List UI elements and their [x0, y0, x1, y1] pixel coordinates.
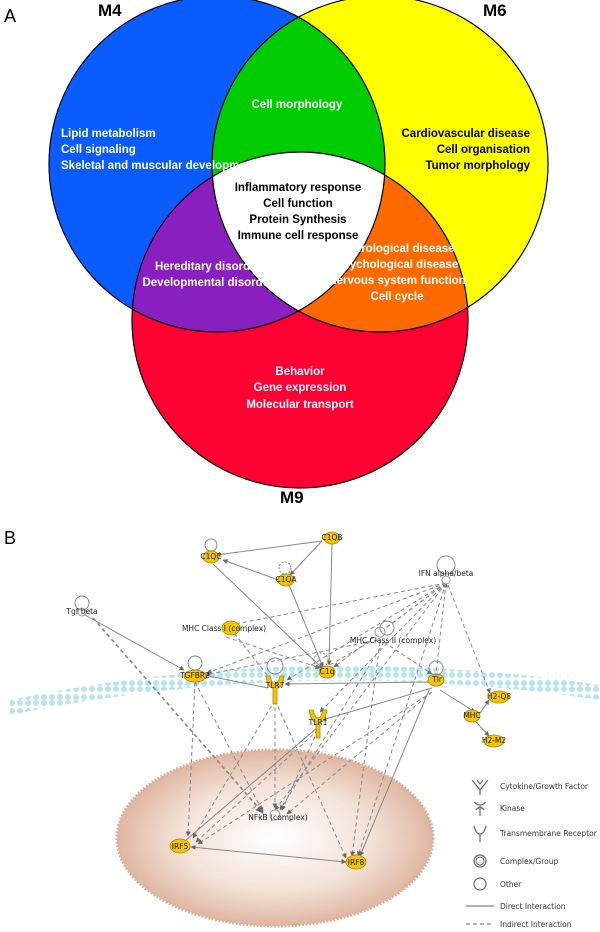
- legend-kinase: Kinase: [500, 804, 525, 813]
- node-ifn-label: IFN alpha/beta: [419, 569, 474, 578]
- node-mhc1-label: MHC Class I (complex): [182, 624, 266, 633]
- nucleus: [115, 748, 435, 928]
- legend-receptor: Transmembrane Receptor: [499, 829, 598, 838]
- node-tgfbeta-label: Tgf beta: [65, 607, 97, 616]
- region-label: Psychological disease: [336, 259, 459, 271]
- node-c1qb[interactable]: [323, 531, 341, 545]
- region-label: Inflammatory response: [235, 182, 362, 194]
- network-legend: Cytokine/Growth Factor Kinase Transmembr…: [466, 779, 598, 929]
- region-label: Protein Synthesis: [249, 214, 346, 226]
- node-mhc1[interactable]: [221, 620, 241, 636]
- other-icon: [473, 877, 487, 891]
- node-mhc-label: MHC: [463, 711, 480, 720]
- cytokine-icon: [471, 779, 489, 795]
- node-nfkb[interactable]: [269, 809, 281, 821]
- region-label: Molecular transport: [246, 399, 354, 411]
- network-edges: [84, 540, 491, 865]
- set-m9-title: M9: [280, 488, 304, 507]
- node-ifn[interactable]: [441, 575, 451, 585]
- legend-direct: Direct Interaction: [500, 902, 566, 911]
- node-tlr1-label: TLR1: [308, 718, 328, 727]
- region-label: Hereditary disorder: [155, 261, 262, 273]
- legend-indirect: Indirect Interaction: [500, 920, 572, 929]
- region-m6-m9-labels: Neurological disease Psychological disea…: [328, 243, 465, 303]
- region-label: Gene expression: [254, 382, 347, 394]
- node-c1qa-label: C1QA: [275, 575, 297, 584]
- region-label: Tumor morphology: [425, 160, 530, 172]
- node-tlr-label: Tlr: [431, 675, 443, 684]
- node-h2q8-label: H2-Q8: [487, 692, 511, 701]
- panel-a-letter: A: [4, 6, 16, 26]
- node-irf8[interactable]: [345, 854, 367, 870]
- legend-complex: Complex/Group: [500, 857, 558, 866]
- node-irf8-label: IRF8: [348, 858, 365, 867]
- set-m4-title: M4: [98, 1, 122, 20]
- region-label: Cell organisation: [437, 144, 530, 156]
- venn-diagram: [48, 0, 549, 489]
- node-c1q-label: C1q: [320, 667, 335, 676]
- node-c1qb-label: C1QB: [321, 533, 342, 542]
- node-tlr[interactable]: [427, 673, 445, 687]
- node-c1qc-label: C1QC: [200, 552, 221, 561]
- node-tgfbr2-label: TGFBR2: [179, 671, 210, 680]
- node-c1q[interactable]: [318, 665, 336, 679]
- set-m6-title: M6: [483, 1, 507, 20]
- node-h2m2[interactable]: [483, 734, 505, 748]
- region-m6-only-labels: Cardiovascular disease Cell organisation…: [402, 128, 531, 172]
- node-mhc[interactable]: [463, 709, 481, 723]
- panel-b-letter: B: [4, 528, 16, 548]
- region-all-labels: Inflammatory response Cell function Prot…: [235, 182, 362, 242]
- region-label: Nervous system function: [328, 275, 465, 287]
- region-label: Skeletal and muscular development: [61, 160, 257, 172]
- region-m9-only-labels: Behavior Gene expression Molecular trans…: [246, 366, 354, 411]
- region-label: Cell morphology: [252, 99, 343, 111]
- node-irf5-label: IRF5: [172, 842, 189, 851]
- region-m4-m6-labels: Cell morphology: [252, 99, 343, 111]
- region-label: Immune cell response: [238, 230, 359, 242]
- region-label: Neurological disease: [339, 243, 454, 255]
- node-h2q8[interactable]: [488, 690, 510, 704]
- region-label: Cardiovascular disease: [402, 128, 531, 140]
- cell-membrane: [10, 665, 600, 715]
- region-label: Cell function: [263, 198, 333, 210]
- complex-group-icon: [473, 854, 487, 868]
- region-label: Lipid metabolism: [61, 128, 156, 140]
- region-label: Cell cycle: [370, 291, 423, 303]
- node-nfkb-label: NFkB (complex): [248, 813, 308, 822]
- legend-other: Other: [500, 880, 522, 889]
- node-tlr7[interactable]: [265, 675, 285, 705]
- node-mhc2-label: MHC Class II (complex): [350, 636, 436, 645]
- region-label: Behavior: [275, 366, 325, 378]
- region-m4-only-labels: Lipid metabolism Cell signaling Skeletal…: [61, 128, 257, 172]
- legend-cytokine: Cytokine/Growth Factor: [500, 782, 589, 791]
- node-tlr1[interactable]: [308, 709, 328, 739]
- region-label: Cell signaling: [61, 144, 136, 156]
- region-m4-m9-labels: Hereditary disorder Developmental disord…: [142, 261, 274, 289]
- node-tlr7-label: TLR7: [265, 681, 285, 690]
- kinase-icon: [473, 801, 487, 816]
- region-label: Developmental disorder: [142, 277, 274, 289]
- node-irf5[interactable]: [169, 838, 191, 854]
- transmembrane-receptor-icon: [473, 825, 487, 842]
- network-nodes: C1QC C1QB C1QA IFN alpha/beta Tgf beta M…: [65, 531, 511, 870]
- node-h2m2-label: H2-M2: [482, 736, 507, 745]
